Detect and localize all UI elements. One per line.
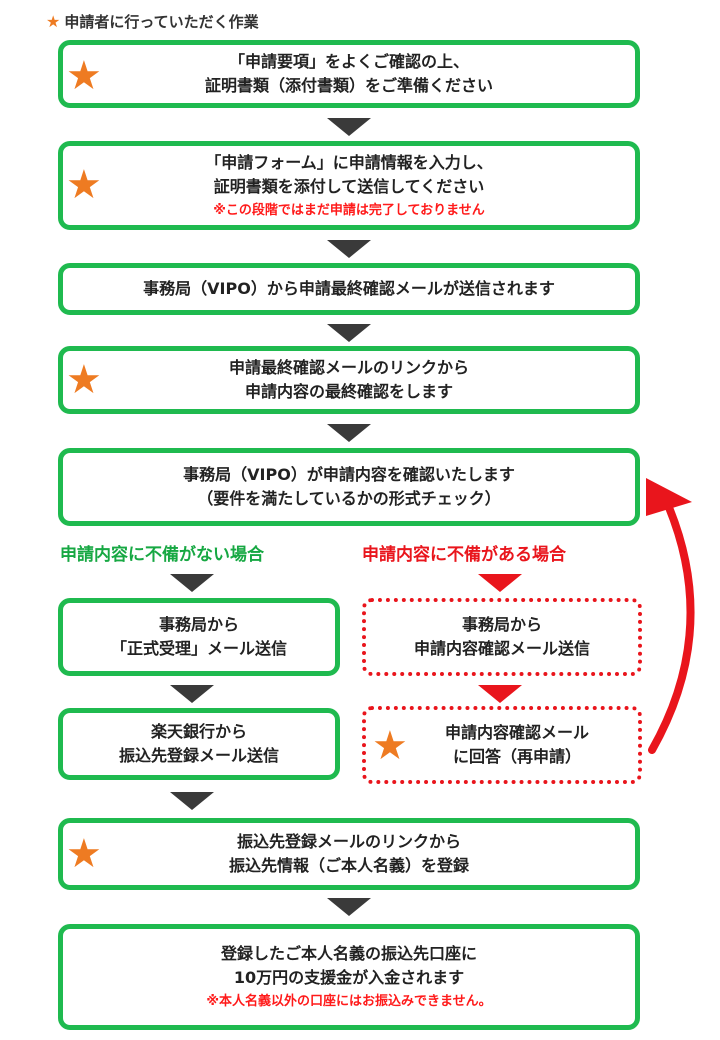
step-5-box: 事務局（VIPO）が申請内容を確認いたします （要件を満たしているかの形式チェッ…	[58, 448, 640, 526]
star-icon: ★	[66, 357, 102, 403]
step-4-line-2: 申請内容の最終確認をします	[244, 382, 453, 401]
final-step-2-box: 登録したご本人名義の振込先口座に 10万円の支援金が入金されます ※本人名義以外…	[58, 924, 640, 1030]
legend: ★ 申請者に行っていただく作業	[46, 8, 259, 34]
ok-step-2-line-1: 楽天銀行から	[150, 722, 247, 741]
ok-step-1-line-1: 事務局から	[158, 615, 239, 634]
ng-step-1-box: 事務局から 申請内容確認メール送信	[362, 598, 642, 676]
down-arrow	[327, 898, 371, 916]
ng-step-1-line-1: 事務局から	[461, 615, 542, 634]
final-step-1-line-2: 振込先情報（ご本人名義）を登録	[228, 856, 469, 875]
ng-step-2-box: 申請内容確認メール に回答（再申請）	[362, 706, 642, 784]
step-5-line-2: （要件を満たしているかの形式チェック）	[197, 489, 501, 508]
down-arrow-red	[478, 574, 522, 592]
down-arrow	[327, 118, 371, 136]
step-2-line-2: 証明書類を添付して送信してください	[213, 176, 485, 196]
down-arrow	[327, 240, 371, 258]
legend-label: 申請者に行っていただく作業	[64, 12, 259, 31]
down-arrow	[170, 792, 214, 810]
ok-branch-label: 申請内容に不備がない場合	[60, 545, 264, 565]
ok-step-1-line-2: 「正式受理」メール送信	[110, 639, 287, 658]
ng-step-2-line-1: 申請内容確認メール	[444, 723, 589, 742]
step-5-line-1: 事務局（VIPO）が申請内容を確認いたします	[183, 465, 515, 484]
final-step-1-line-1: 振込先登録メールのリンクから	[236, 832, 461, 851]
step-2-note: ※この段階ではまだ申請は完了しておりません	[213, 202, 485, 218]
star-icon: ★	[66, 162, 102, 208]
ok-step-1-box: 事務局から 「正式受理」メール送信	[58, 598, 340, 676]
step-1-line-1: 「申請要項」をよくご確認の上、	[228, 52, 469, 71]
ok-step-2-line-2: 振込先登録メール送信	[118, 746, 279, 765]
star-icon: ★	[46, 11, 61, 31]
step-2-box: 「申請フォーム」に申請情報を入力し、 証明書類を添付して送信してください ※この…	[58, 141, 640, 230]
ng-step-2-line-2: に回答（再申請）	[452, 747, 581, 766]
down-arrow	[170, 574, 214, 592]
step-3-box: 事務局（VIPO）から申請最終確認メールが送信されます	[58, 263, 640, 315]
star-icon: ★	[372, 723, 408, 769]
down-arrow	[170, 685, 214, 703]
step-3-line-1: 事務局（VIPO）から申請最終確認メールが送信されます	[143, 279, 555, 298]
step-1-box: 「申請要項」をよくご確認の上、 証明書類（添付書類）をご準備ください	[58, 40, 640, 108]
down-arrow-red	[478, 685, 522, 703]
down-arrow	[327, 424, 371, 442]
final-step-1-box: 振込先登録メールのリンクから 振込先情報（ご本人名義）を登録	[58, 818, 640, 890]
final-step-2-line-2: 10万円の支援金が入金されます	[233, 968, 465, 988]
step-2-line-1: 「申請フォーム」に申請情報を入力し、	[205, 152, 493, 172]
step-1-line-2: 証明書類（添付書類）をご準備ください	[204, 76, 493, 95]
star-icon: ★	[66, 53, 102, 99]
step-4-box: 申請最終確認メールのリンクから 申請内容の最終確認をします	[58, 346, 640, 414]
star-icon: ★	[66, 831, 102, 877]
ok-step-2-box: 楽天銀行から 振込先登録メール送信	[58, 708, 340, 780]
final-step-2-line-1: 登録したご本人名義の振込先口座に	[220, 944, 477, 964]
step-4-line-1: 申請最終確認メールのリンクから	[228, 358, 469, 377]
ng-step-1-line-2: 申請内容確認メール送信	[413, 639, 590, 658]
ng-branch-label: 申請内容に不備がある場合	[362, 545, 566, 565]
final-step-2-note: ※本人名義以外の口座にはお振込みできません。	[206, 994, 492, 1010]
down-arrow	[327, 324, 371, 342]
